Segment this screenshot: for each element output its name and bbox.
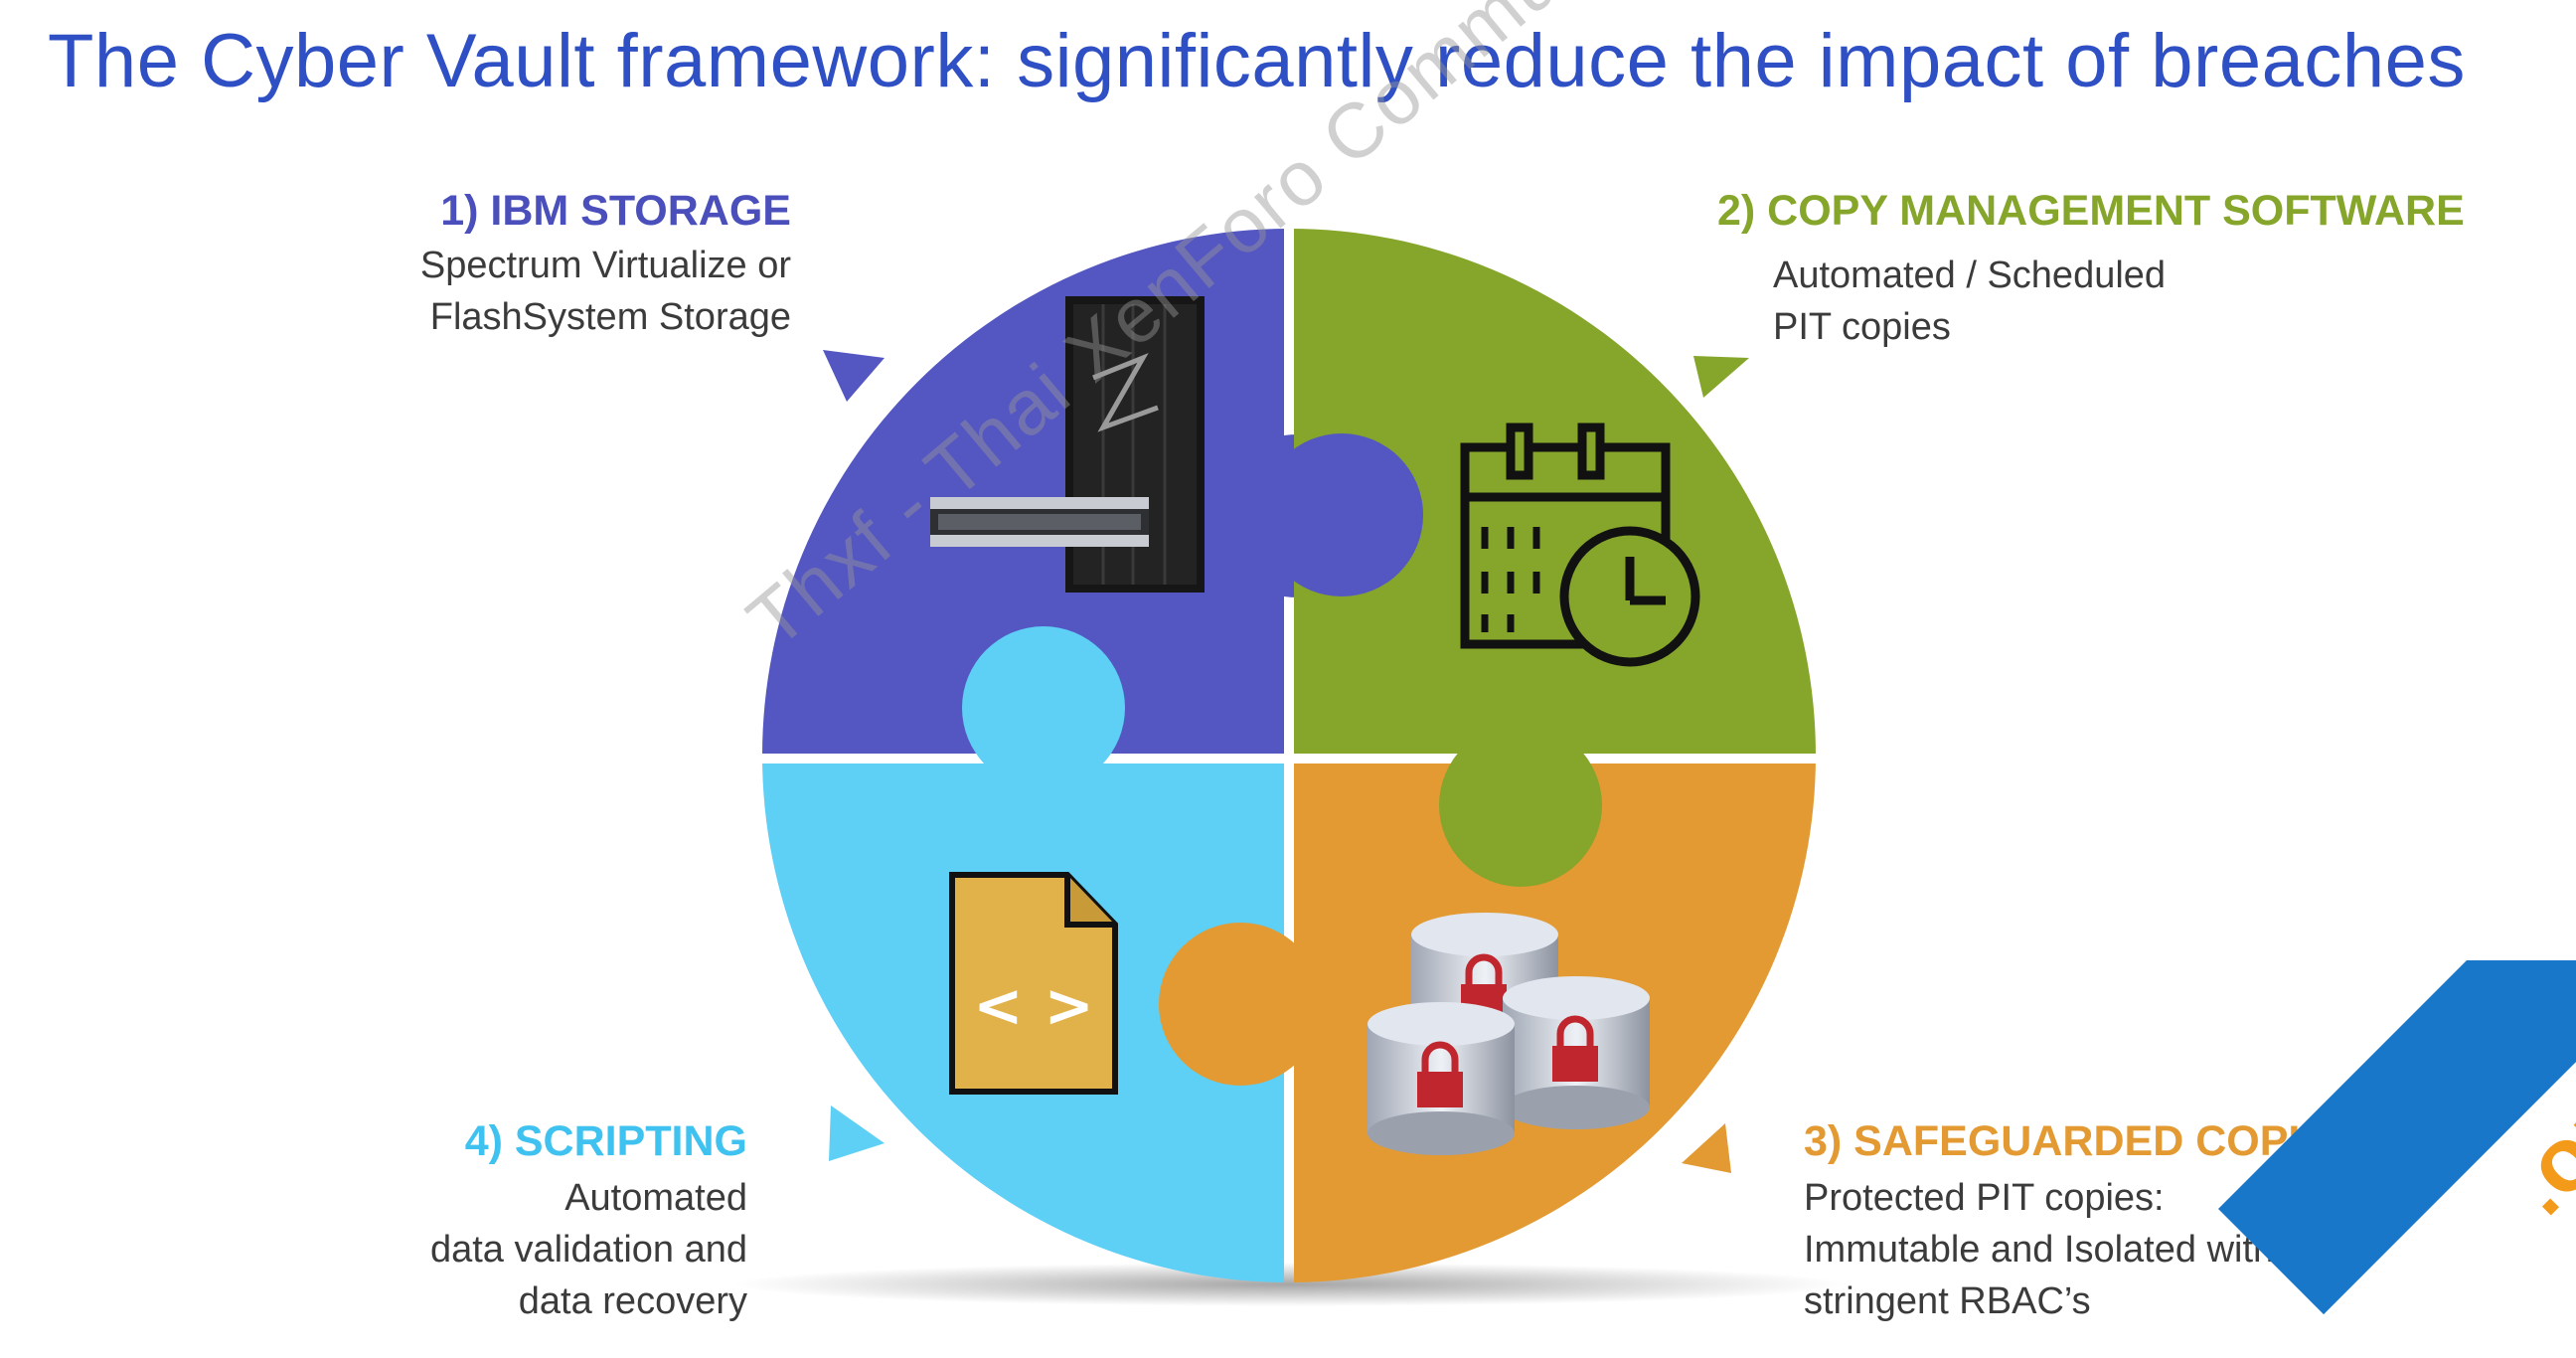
- pointer-safeguarded: [1682, 1123, 1731, 1173]
- section-safeguarded-line-3: stringent RBAC’s: [1804, 1280, 2091, 1322]
- section-copy-mgmt: 2) COPY MANAGEMENT SOFTWARE Automated / …: [1717, 187, 2465, 353]
- pointer-storage: [823, 350, 885, 402]
- knob-storage-into-copy-neck: [1284, 475, 1324, 555]
- server-rack-icon: [930, 296, 1205, 593]
- section-copy-mgmt-line-2: PIT copies: [1773, 306, 1951, 348]
- section-scripting-heading: 4) SCRIPTING: [464, 1117, 747, 1165]
- knob-scripting-into-storage: [962, 626, 1125, 789]
- knob-storage-into-copy: [1260, 433, 1423, 596]
- section-safeguarded-heading: 3) SAFEGUARDED COPIES: [1804, 1117, 2357, 1165]
- section-safeguarded-line-2: Immutable and Isolated with: [1804, 1229, 2275, 1271]
- section-safeguarded-line-1: Protected PIT copies:: [1804, 1177, 2165, 1219]
- section-scripting-line-1: Automated: [564, 1177, 747, 1219]
- locked-databases-icon: [1368, 913, 1650, 1155]
- brand-ribbon[interactable]: THXF.ORG: [2178, 960, 2576, 1358]
- section-scripting-line-3: data recovery: [518, 1280, 747, 1322]
- knob-safeguarded-into-scripting: [1159, 923, 1322, 1086]
- section-storage: 1) IBM STORAGE Spectrum Virtualize or Fl…: [420, 187, 791, 343]
- knob-scripting-into-storage-neck: [1004, 726, 1083, 764]
- calendar-clock-icon: [1460, 423, 1700, 667]
- section-scripting-line-2: data validation and: [429, 1229, 747, 1271]
- section-storage-line-1: Spectrum Virtualize or: [419, 245, 791, 286]
- section-safeguarded: 3) SAFEGUARDED COPIES Protected PIT copi…: [1804, 1117, 2357, 1327]
- section-storage-line-2: FlashSystem Storage: [429, 296, 791, 338]
- section-storage-heading: 1) IBM STORAGE: [440, 187, 791, 235]
- code-file-icon: < >: [949, 872, 1118, 1095]
- knob-safeguarded-into-scripting-neck: [1254, 964, 1294, 1044]
- pointer-copy-mgmt: [1693, 356, 1749, 398]
- knob-copy-into-safeguarded: [1439, 724, 1602, 887]
- pointer-scripting: [829, 1105, 885, 1161]
- section-scripting: 4) SCRIPTING Automated data validation a…: [430, 1117, 747, 1327]
- diagram-shadow: [732, 1263, 1846, 1306]
- section-copy-mgmt-line-1: Automated / Scheduled: [1773, 255, 2167, 296]
- section-copy-mgmt-heading: 2) COPY MANAGEMENT SOFTWARE: [1717, 187, 2465, 235]
- code-glyph: < >: [973, 971, 1093, 1041]
- slide-title: The Cyber Vault framework: significantly…: [48, 19, 2466, 103]
- knob-copy-into-safeguarded-neck: [1481, 754, 1560, 785]
